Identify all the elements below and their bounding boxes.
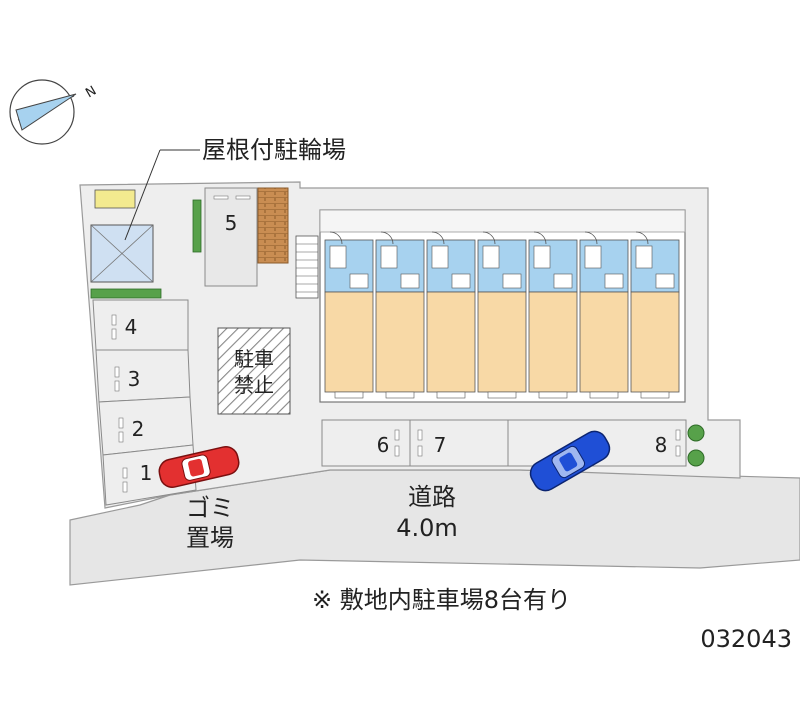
- parking-space-7-label: 7: [434, 433, 447, 457]
- no-parking-line2: 禁止: [234, 373, 274, 397]
- compass-north-label: N: [83, 84, 99, 102]
- north-arrow-icon: [15, 93, 77, 131]
- parking-space-5: [204, 187, 258, 287]
- parking-space-1-label: 1: [140, 461, 153, 485]
- no-parking-zone: [217, 327, 291, 415]
- parking-note: ※ 敷地内駐車場8台有り: [312, 586, 571, 614]
- brick-wall: [257, 187, 289, 264]
- unit-3: [426, 231, 476, 399]
- shrub: [687, 424, 705, 442]
- shrub: [687, 449, 705, 467]
- parking-space-3-label: 3: [128, 367, 141, 391]
- hedge: [90, 288, 162, 299]
- wheel-stop: [213, 195, 229, 200]
- parking-space-4-label: 4: [125, 315, 138, 339]
- parking-space-2-label: 2: [132, 417, 145, 441]
- road-width: 4.0m: [396, 514, 458, 542]
- hedge: [192, 199, 202, 253]
- building-stairs: [295, 235, 319, 299]
- parking-space-6-label: 6: [377, 433, 390, 457]
- unit-4: [477, 231, 527, 399]
- utility-box: [94, 189, 136, 209]
- unit-1: [324, 231, 374, 399]
- compass: N: [9, 79, 99, 145]
- garbage-area-line1: ゴミ: [186, 494, 234, 522]
- no-parking-line1: 駐車: [234, 347, 274, 371]
- blue-car: [529, 430, 611, 492]
- unit-2: [375, 231, 425, 399]
- property-code: 032043: [700, 625, 792, 653]
- parking-space-5-label: 5: [225, 211, 238, 235]
- wheel-stop: [235, 195, 251, 200]
- garbage-area-line2: 置場: [186, 524, 234, 552]
- unit-6: [579, 231, 629, 399]
- road: [69, 469, 800, 586]
- bike-shelter-leader: [124, 149, 161, 241]
- bike-shelter-label: 屋根付駐輪場: [202, 136, 346, 164]
- parking-space-8-label: 8: [655, 433, 668, 457]
- apartment-units: [324, 231, 680, 399]
- red-car: [158, 446, 240, 488]
- road-name: 道路: [408, 483, 456, 511]
- unit-5: [528, 231, 578, 399]
- wheel-stops-left: [111, 314, 128, 493]
- unit-7: [630, 231, 680, 399]
- building-corridor: [319, 209, 686, 233]
